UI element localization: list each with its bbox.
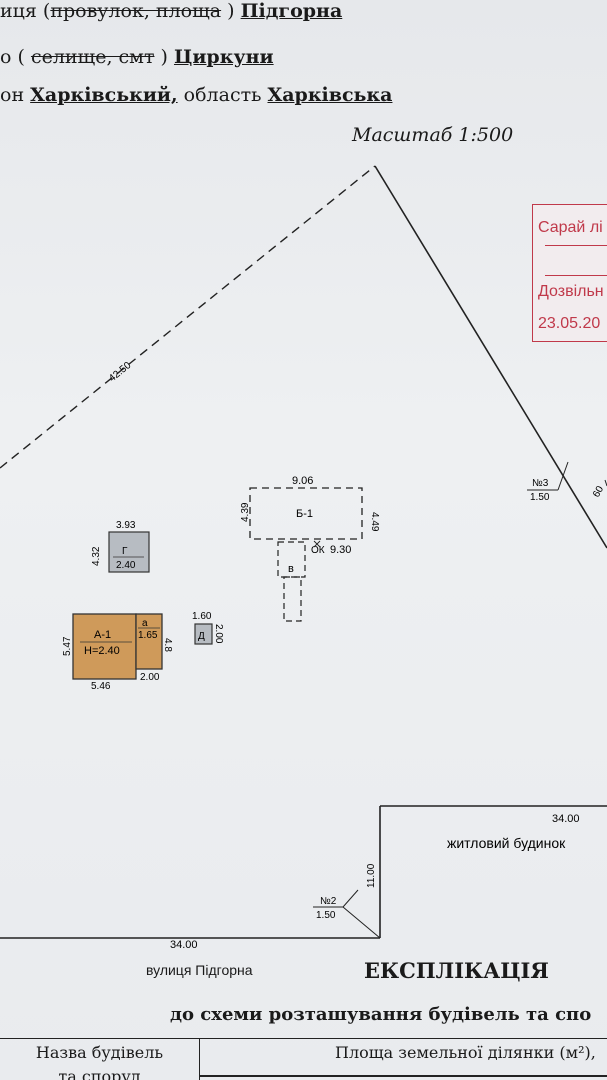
a1-height: Н=2.40 bbox=[84, 645, 120, 657]
d-label: Д bbox=[198, 631, 205, 642]
street-label: вулиця Підгорна bbox=[146, 962, 253, 978]
ok-label: ОК bbox=[311, 545, 325, 556]
d-top-dim: 1.60 bbox=[192, 611, 212, 622]
annex-a-bottom-dim: 2.00 bbox=[140, 672, 160, 683]
building-g bbox=[108, 531, 150, 573]
stamp-line-2: Дозвільн bbox=[538, 283, 604, 300]
neighbor-side-dim: 11.00 bbox=[366, 863, 377, 888]
annex-a-label: а bbox=[142, 618, 148, 629]
header-settlement-line: о ( селище, смт ) Циркуни bbox=[0, 46, 274, 68]
building-b1-outline bbox=[249, 487, 363, 540]
b1-label: Б-1 bbox=[296, 508, 313, 520]
a1-bottom-dim: 5.46 bbox=[91, 681, 111, 692]
g-label: Г bbox=[122, 546, 128, 557]
b1-left-dim: 4.39 bbox=[240, 502, 251, 522]
annex-a bbox=[135, 613, 163, 670]
g-left-dim: 4.32 bbox=[91, 546, 102, 566]
table-header-area: Площа земельної ділянки (м²), bbox=[335, 1043, 596, 1062]
b1-right-dim: 4.49 bbox=[369, 512, 380, 532]
explication-title: ЕКСПЛІКАЦІЯ bbox=[364, 958, 549, 983]
edge-right-len: 60 bbox=[591, 484, 606, 500]
g-height: 2.40 bbox=[116, 560, 136, 571]
approval-stamp: Сарай лі Дозвільн 23.05.20 bbox=[532, 204, 607, 342]
annex-v-label: в bbox=[288, 563, 294, 575]
a1-label: А-1 bbox=[94, 629, 111, 641]
g-top-dim: 3.93 bbox=[116, 520, 136, 531]
explication-table: Назва будівель та споруд Площа земельної… bbox=[0, 1038, 607, 1080]
d-right-dim: 2.00 bbox=[213, 624, 224, 644]
neighbor-top-dim: 34.00 bbox=[552, 813, 580, 825]
neighbor-label: житловий будинок bbox=[447, 835, 566, 851]
header-district-line: он Харківський, область Харківська bbox=[0, 84, 393, 106]
stamp-line-1: Сарай лі bbox=[538, 219, 603, 236]
scale-label: Масштаб 1:500 bbox=[352, 124, 514, 146]
boundary-dashed bbox=[0, 165, 376, 469]
annex-v-extension bbox=[283, 576, 302, 622]
point2-value: 1.50 bbox=[316, 910, 336, 921]
annex-v-outline bbox=[277, 541, 306, 578]
header-street-line: иця (провулок, площа ) Підгорна bbox=[0, 0, 343, 22]
building-d bbox=[194, 623, 213, 645]
point3-value: 1.50 bbox=[530, 492, 550, 503]
bottom-len: 34.00 bbox=[170, 939, 198, 951]
b1-top-dim: 9.06 bbox=[292, 475, 313, 487]
explication-subtitle: до схеми розташування будівель та спо bbox=[170, 1004, 592, 1025]
building-a1 bbox=[72, 613, 137, 680]
point2-label: №2 bbox=[320, 896, 337, 907]
point3-label: №3 bbox=[532, 478, 549, 489]
stamp-line-3: 23.05.20 bbox=[538, 315, 601, 332]
boundary-right bbox=[374, 165, 607, 549]
annex-a-height: 1.65 bbox=[138, 630, 158, 641]
a1-right-dim: 4.8 bbox=[162, 638, 173, 652]
a1-left-dim: 5.47 bbox=[62, 636, 73, 656]
table-header-buildings: Назва будівель та споруд bbox=[0, 1039, 200, 1080]
b1-bottom-dim: 9.30 bbox=[330, 544, 351, 556]
